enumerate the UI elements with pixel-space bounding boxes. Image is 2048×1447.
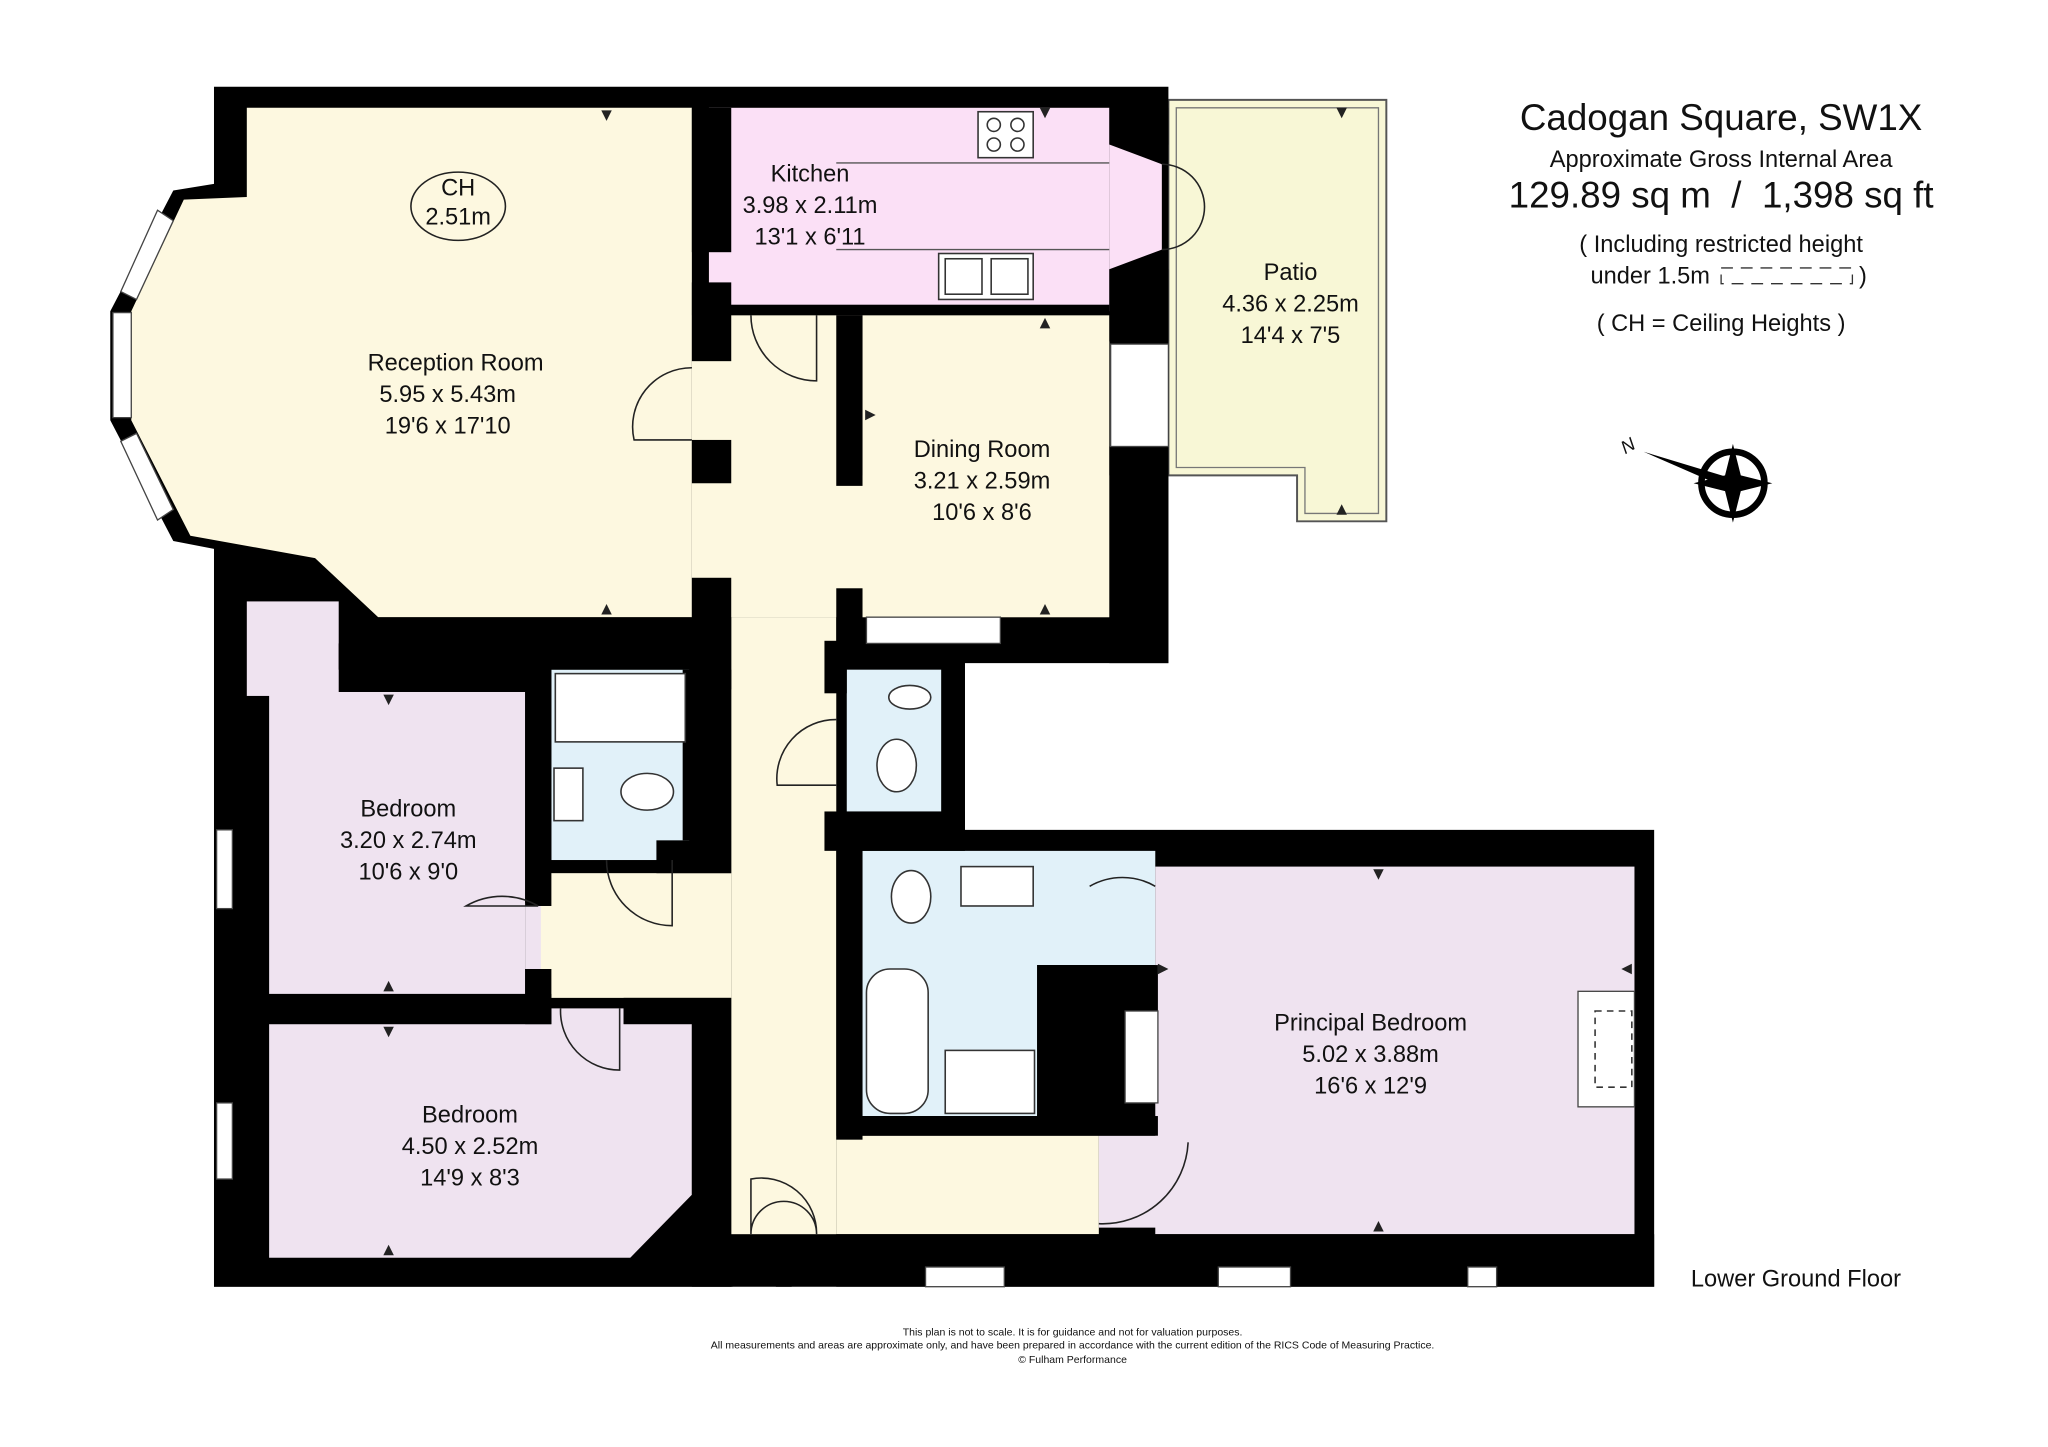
compass-north-label: N bbox=[1617, 433, 1640, 458]
room-label-dining: Dining Room 3.21 x 2.59m 10'6 x 8'6 bbox=[914, 437, 1051, 526]
principal-bedroom-area bbox=[1155, 866, 1635, 1235]
svg-text:10'6 x 8'6: 10'6 x 8'6 bbox=[932, 500, 1032, 526]
room-label-bedroom-2: Bedroom 4.50 x 2.52m 14'9 x 8'3 bbox=[402, 1103, 539, 1192]
restricted-note-1: ( Including restricted height bbox=[1579, 232, 1863, 258]
bedroom-1-area bbox=[269, 691, 526, 994]
property-title: Cadogan Square, SW1X bbox=[1520, 97, 1922, 138]
bedroom-2-area bbox=[269, 1024, 692, 1258]
svg-text:19'6 x 17'10: 19'6 x 17'10 bbox=[385, 413, 511, 439]
restricted-note-close: ) bbox=[1859, 264, 1867, 290]
svg-text:Principal Bedroom: Principal Bedroom bbox=[1274, 1011, 1467, 1037]
disclaimer: This plan is not to scale. It is for gui… bbox=[711, 1326, 1435, 1366]
svg-text:3.21 x 2.59m: 3.21 x 2.59m bbox=[914, 469, 1051, 495]
shower-icon bbox=[554, 672, 687, 743]
compass-icon: N bbox=[1617, 433, 1773, 523]
toilet-icon bbox=[620, 772, 675, 811]
svg-text:Reception Room: Reception Room bbox=[368, 350, 544, 376]
measurement-markers bbox=[383, 107, 1632, 1256]
doors bbox=[463, 163, 1206, 1287]
svg-text:3.20 x 2.74m: 3.20 x 2.74m bbox=[340, 828, 477, 854]
fireplace-icon bbox=[1594, 1010, 1633, 1088]
floor-label: Lower Ground Floor bbox=[1691, 1267, 1901, 1293]
ceiling-height-note: ( CH = Ceiling Heights ) bbox=[1597, 311, 1846, 337]
ceiling-height-marker: CH 2.51m bbox=[410, 171, 507, 242]
svg-text:2.51m: 2.51m bbox=[425, 205, 491, 231]
svg-text:14'4 x 7'5: 14'4 x 7'5 bbox=[1241, 323, 1341, 349]
area-subtitle: Approximate Gross Internal Area bbox=[1550, 147, 1894, 173]
svg-text:4.36 x 2.25m: 4.36 x 2.25m bbox=[1222, 291, 1359, 317]
svg-text:10'6 x 9'0: 10'6 x 9'0 bbox=[358, 860, 458, 886]
svg-text:Bedroom: Bedroom bbox=[422, 1103, 518, 1129]
patio bbox=[1167, 98, 1388, 523]
svg-text:14'9 x 8'3: 14'9 x 8'3 bbox=[420, 1166, 520, 1192]
gross-area: 129.89 sq m / 1,398 sq ft bbox=[1509, 175, 1934, 216]
svg-text:13'1 x 6'11: 13'1 x 6'11 bbox=[754, 224, 865, 250]
svg-text:Dining Room: Dining Room bbox=[914, 437, 1051, 463]
svg-text:Kitchen: Kitchen bbox=[771, 161, 850, 187]
svg-text:CH: CH bbox=[441, 176, 475, 202]
ensuite-toilet-icon bbox=[890, 869, 932, 924]
hob-icon bbox=[977, 110, 1034, 159]
kitchen-area bbox=[708, 107, 1110, 312]
washbasin-icon bbox=[553, 767, 584, 822]
windows bbox=[112, 209, 1636, 1288]
svg-text:4.50 x 2.52m: 4.50 x 2.52m bbox=[402, 1134, 539, 1160]
svg-text:5.02 x 3.88m: 5.02 x 3.88m bbox=[1302, 1042, 1439, 1068]
svg-text:This plan is not to scale. It: This plan is not to scale. It is for gui… bbox=[903, 1326, 1243, 1338]
entrance-arrow-icon bbox=[768, 1253, 800, 1287]
svg-text:Patio: Patio bbox=[1264, 260, 1318, 286]
room-label-kitchen: Kitchen 3.98 x 2.11m 13'1 x 6'11 bbox=[743, 161, 878, 250]
reception-room-area bbox=[131, 107, 692, 618]
room-label-patio: Patio 4.36 x 2.25m 14'4 x 7'5 bbox=[1222, 260, 1359, 349]
room-label-bedroom-1: Bedroom 3.20 x 2.74m 10'6 x 9'0 bbox=[340, 797, 477, 886]
room-label-principal-bedroom: Principal Bedroom 5.02 x 3.88m 16'6 x 12… bbox=[1274, 1011, 1467, 1100]
restricted-note-2: under 1.5m bbox=[1590, 264, 1710, 290]
wc-toilet-icon bbox=[876, 738, 918, 793]
ensuite-shower-icon bbox=[944, 1049, 1036, 1115]
bath-icon bbox=[865, 968, 929, 1115]
svg-text:Bedroom: Bedroom bbox=[360, 797, 456, 823]
svg-text:© Fulham Performance: © Fulham Performance bbox=[1018, 1354, 1127, 1366]
svg-text:All measurements and areas are: All measurements and areas are approxima… bbox=[711, 1339, 1435, 1351]
header: Cadogan Square, SW1X Approximate Gross I… bbox=[1509, 97, 1934, 337]
room-label-reception: Reception Room 5.95 x 5.43m 19'6 x 17'10 bbox=[368, 350, 544, 439]
svg-text:5.95 x 5.43m: 5.95 x 5.43m bbox=[379, 382, 516, 408]
ensuite-area bbox=[862, 850, 1156, 1117]
restricted-height-key bbox=[1720, 267, 1854, 285]
svg-text:16'6 x 12'9: 16'6 x 12'9 bbox=[1314, 1074, 1427, 1100]
ensuite-basin-icon bbox=[960, 865, 1034, 907]
wc-basin-icon bbox=[887, 684, 932, 710]
kitchen-sink-icon bbox=[937, 252, 1034, 301]
svg-text:3.98 x 2.11m: 3.98 x 2.11m bbox=[743, 193, 878, 219]
